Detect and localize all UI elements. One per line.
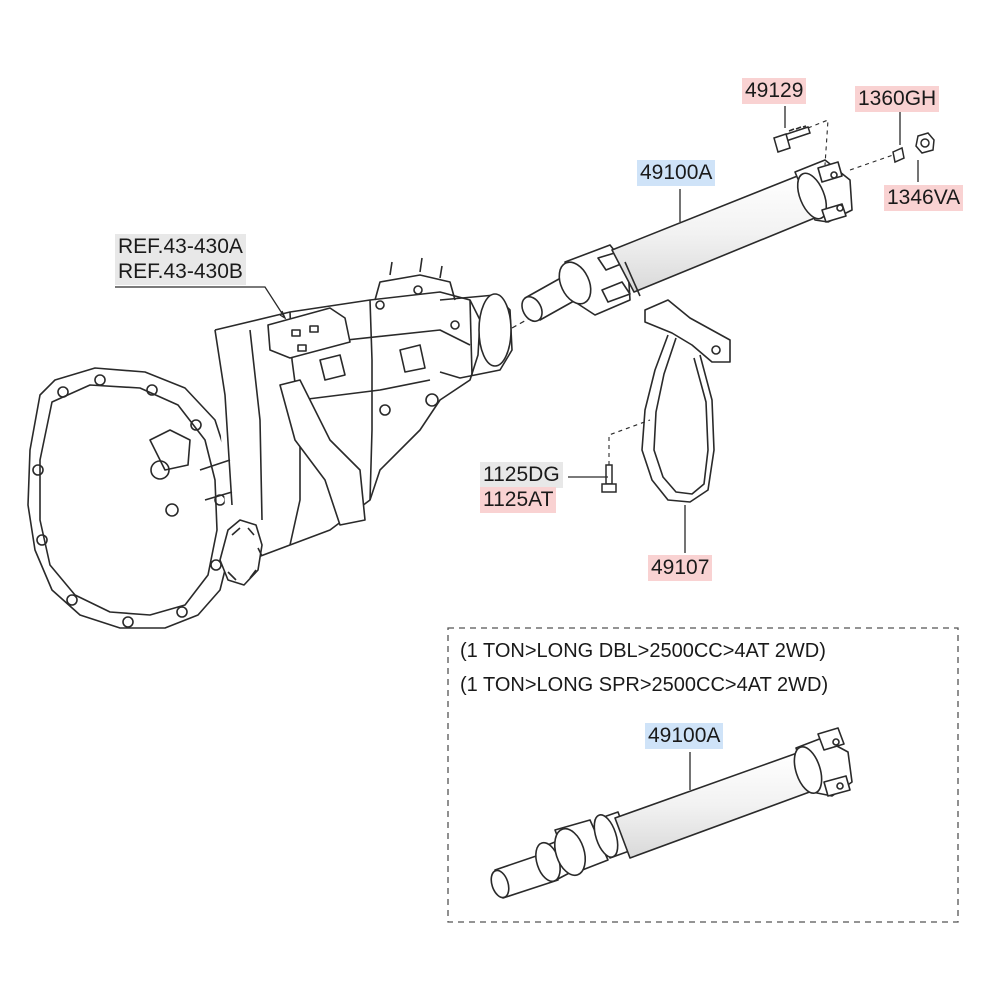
callout-ref-a[interactable]: REF.43-430A	[115, 234, 246, 260]
variant-box-frame	[447, 627, 959, 923]
callout-1360gh[interactable]: 1360GH	[855, 86, 940, 112]
variant-line-1: (1 TON>LONG DBL>2500CC>4AT 2WD)	[460, 640, 826, 662]
centerline	[511, 317, 531, 329]
bracket-bolt-icon[interactable]	[601, 464, 617, 493]
bracket-icon[interactable]	[641, 299, 731, 503]
bolt-icon[interactable]	[773, 125, 811, 153]
fastener-guides	[807, 119, 894, 171]
callout-1125at[interactable]: 1125AT	[480, 487, 557, 513]
callout-49129[interactable]: 49129	[742, 78, 807, 104]
washer-icon[interactable]	[892, 146, 905, 164]
variant-line-2: (1 TON>LONG SPR>2500CC>4AT 2WD)	[460, 674, 829, 696]
callout-49100a-alt[interactable]: 49100A	[645, 723, 724, 749]
callout-1346va[interactable]: 1346VA	[884, 185, 964, 211]
propeller-shaft-alt-icon	[490, 727, 853, 899]
callout-ref-b[interactable]: REF.43-430B	[115, 259, 246, 285]
propeller-shaft-icon	[521, 159, 853, 323]
bracket-bolt-guide	[608, 419, 651, 465]
callout-49100a-main[interactable]: 49100A	[637, 160, 716, 186]
callout-49107[interactable]: 49107	[648, 555, 713, 581]
transmission-icon	[27, 257, 513, 629]
nut-icon[interactable]	[915, 132, 935, 154]
leader-lines	[115, 106, 919, 790]
callout-1125dg[interactable]: 1125DG	[480, 462, 563, 488]
